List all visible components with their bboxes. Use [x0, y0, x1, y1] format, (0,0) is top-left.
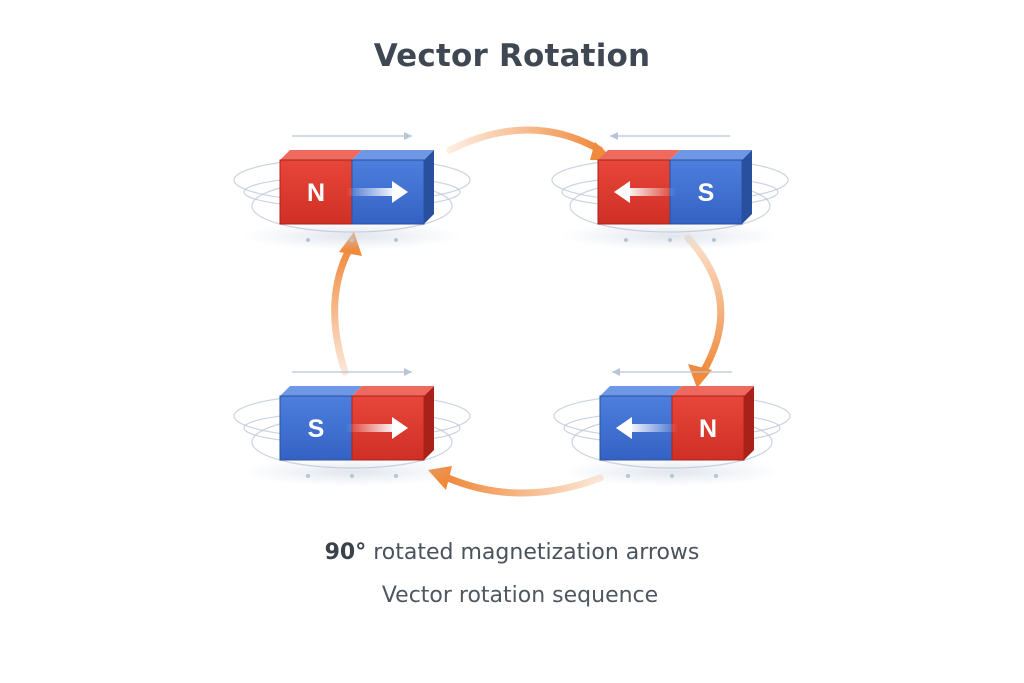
- field-direction-icon: [610, 132, 618, 140]
- field-dot: [714, 474, 718, 478]
- field-dot: [350, 238, 354, 242]
- rotation-arc-top: [446, 126, 604, 154]
- pole-label-left: N: [307, 179, 325, 207]
- field-dot: [670, 474, 674, 478]
- field-dot: [306, 474, 310, 478]
- rotation-arc-bottom: [444, 474, 604, 497]
- magnet-pole-right: [669, 150, 752, 225]
- field-dot: [624, 238, 628, 242]
- magnet-pole-left: [599, 386, 682, 461]
- magnet-shadow: [242, 458, 462, 486]
- magnet-pole-right: [671, 386, 754, 461]
- field-dot: [712, 238, 716, 242]
- rotation-arc-left: [331, 244, 354, 376]
- rotation-arc-right: [684, 234, 725, 376]
- diagram-title: Vector Rotation: [373, 38, 651, 74]
- field-direction-icon: [612, 368, 620, 376]
- pole-label-right: N: [699, 415, 717, 443]
- subcaption: Vector rotation sequence: [381, 583, 659, 608]
- left-arrow-icon: [616, 417, 678, 439]
- magnet-shadow: [242, 222, 462, 250]
- right-arrow-icon: [346, 417, 408, 439]
- right-arrow-icon: [346, 181, 408, 203]
- magnet-top-right: S: [551, 132, 789, 250]
- field-dot: [350, 474, 354, 478]
- field-dot: [306, 238, 310, 242]
- magnet-pole-left: [279, 386, 362, 461]
- rotation-arrowhead-right: [688, 364, 712, 388]
- caption-angle: 90°: [324, 540, 367, 565]
- field-dot: [626, 474, 630, 478]
- pole-label-right: S: [698, 179, 715, 207]
- pole-label-left: S: [308, 415, 325, 443]
- field-dot: [668, 238, 672, 242]
- magnet-shadow: [562, 458, 782, 486]
- magnets-group: N S N S: [233, 132, 791, 486]
- field-direction-icon: [404, 132, 412, 140]
- field-direction-icon: [404, 368, 412, 376]
- caption: 90° rotated magnetization arrows: [0, 540, 1024, 565]
- field-dot: [394, 474, 398, 478]
- magnet-bottom-left: S: [233, 368, 471, 486]
- magnet-top-left: N: [233, 132, 471, 250]
- field-dot: [394, 238, 398, 242]
- caption-text: rotated magnetization arrows: [373, 540, 700, 565]
- magnet-pole-left: [597, 150, 680, 225]
- magnet-shadow: [560, 222, 780, 250]
- left-arrow-icon: [614, 181, 676, 203]
- magnet-bottom-right: N: [553, 368, 791, 486]
